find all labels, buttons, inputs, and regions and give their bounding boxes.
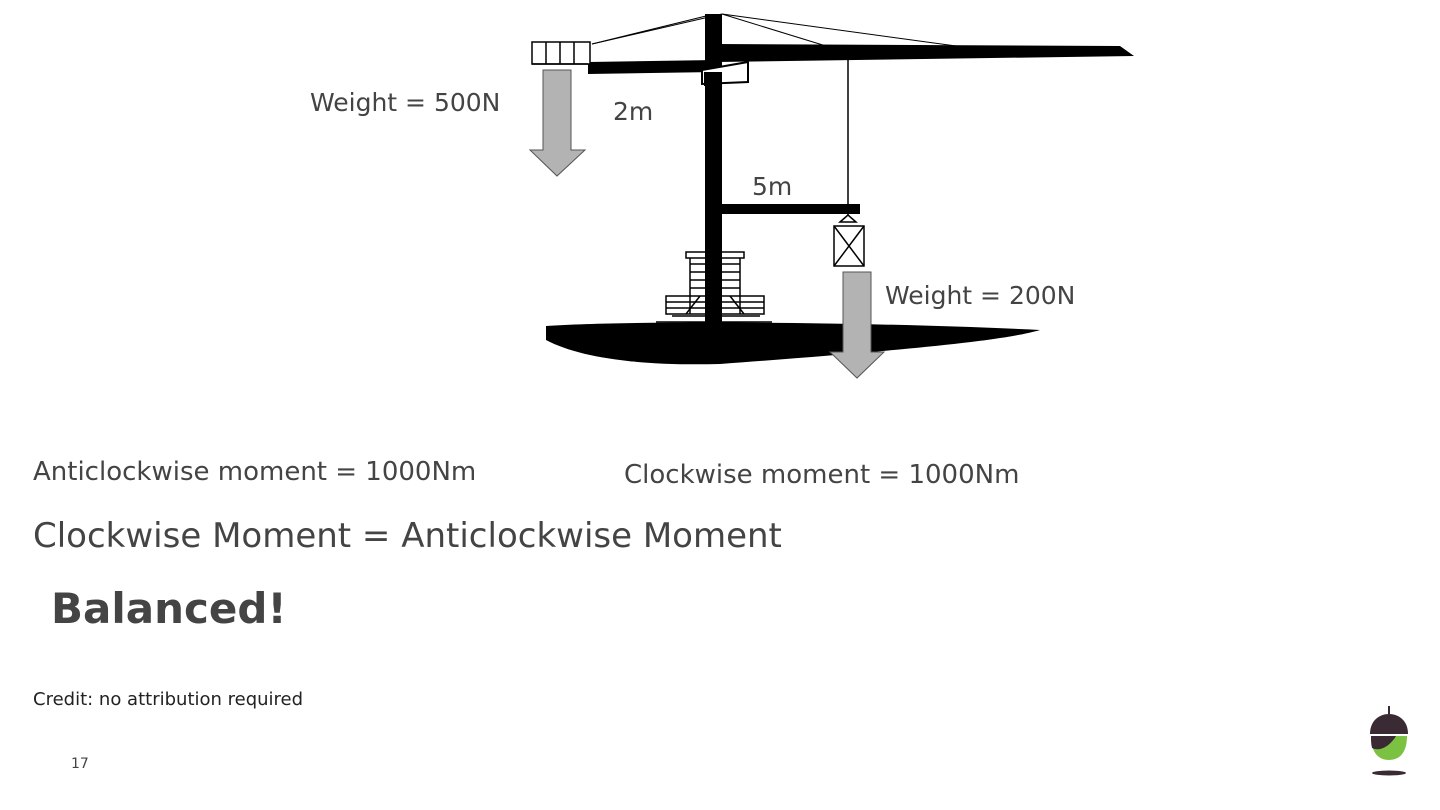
tie-cables — [591, 13, 957, 47]
right-distance-label: 5m — [752, 172, 793, 201]
credit-text: Credit: no attribution required — [33, 689, 304, 710]
clockwise-moment-text: Clockwise moment = 1000Nm — [624, 460, 1020, 490]
left-weight-arrow — [528, 69, 587, 177]
acorn-logo — [1370, 706, 1408, 776]
crane-tower — [705, 14, 722, 322]
anticlockwise-moment-text: Anticlockwise moment = 1000Nm — [33, 457, 477, 487]
crane-jib — [716, 44, 1134, 62]
right-weight-label: Weight = 200N — [885, 281, 1076, 310]
right-weight-arrow — [828, 271, 886, 379]
distance-bar-5m — [718, 204, 860, 214]
moment-equation: Clockwise Moment = Anticlockwise Moment — [33, 516, 782, 556]
crane-counter-jib — [588, 60, 716, 74]
left-weight-label: Weight = 500N — [310, 88, 501, 117]
load-crate — [833, 214, 865, 267]
conclusion-heading: Balanced! — [51, 584, 287, 633]
crane-diagram — [528, 13, 1134, 379]
left-distance-label: 2m — [613, 97, 654, 126]
ground-silhouette — [546, 322, 1040, 365]
counterweight-block — [531, 41, 591, 65]
page-number: 17 — [71, 756, 89, 772]
